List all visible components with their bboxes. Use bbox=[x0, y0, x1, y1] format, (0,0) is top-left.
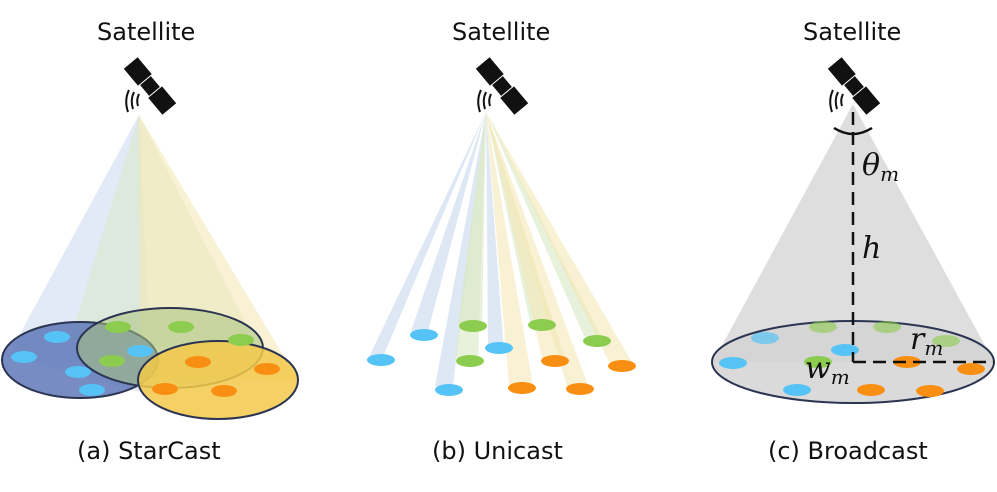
theta-subscript: m bbox=[880, 162, 899, 186]
beam-to-user bbox=[411, 112, 486, 339]
width-symbol: wm bbox=[805, 351, 850, 389]
cell-yellow bbox=[137, 340, 299, 420]
user-green bbox=[459, 320, 487, 332]
panel-starcast bbox=[1, 56, 299, 420]
user-green bbox=[528, 319, 556, 331]
beam-to-user bbox=[486, 112, 504, 352]
satellite-icon bbox=[122, 56, 178, 116]
beam-to-user bbox=[369, 112, 486, 364]
beam-to-user bbox=[486, 112, 591, 393]
user-blue bbox=[127, 345, 153, 357]
radius-symbol: rm bbox=[910, 322, 943, 360]
caption-unicast: (b) Unicast bbox=[432, 437, 563, 465]
theta-symbol: θm bbox=[862, 148, 899, 186]
user-orange bbox=[608, 360, 636, 372]
beam-to-user bbox=[435, 112, 486, 394]
user-blue bbox=[79, 384, 105, 396]
user-blue bbox=[751, 332, 779, 344]
user-orange bbox=[508, 382, 536, 394]
user-orange bbox=[916, 385, 944, 397]
user-orange bbox=[857, 384, 885, 396]
satellite-label-b: Satellite bbox=[452, 18, 551, 46]
beam-to-user bbox=[486, 112, 534, 392]
user-blue bbox=[65, 366, 91, 378]
user-orange bbox=[957, 363, 985, 375]
user-blue bbox=[831, 344, 859, 356]
user-green bbox=[583, 335, 611, 347]
caption-broadcast: (c) Broadcast bbox=[768, 437, 928, 465]
beam-to-user bbox=[455, 112, 486, 364]
user-orange bbox=[541, 355, 569, 367]
user-blue bbox=[44, 331, 70, 343]
user-green bbox=[873, 321, 901, 333]
caption-starcast: (a) StarCast bbox=[77, 437, 221, 465]
user-green bbox=[809, 321, 837, 333]
user-blue bbox=[11, 351, 37, 363]
beam-to-user bbox=[486, 112, 636, 369]
panel-unicast bbox=[367, 56, 636, 396]
satellite-label-c: Satellite bbox=[803, 18, 902, 46]
user-blue bbox=[783, 384, 811, 396]
user-blue bbox=[435, 384, 463, 396]
user-blue bbox=[410, 329, 438, 341]
user-orange bbox=[185, 356, 211, 368]
user-orange bbox=[893, 356, 921, 368]
user-orange bbox=[254, 363, 280, 375]
user-green bbox=[168, 321, 194, 333]
user-green bbox=[804, 356, 832, 368]
user-green bbox=[456, 355, 484, 367]
user-green bbox=[228, 334, 254, 346]
width-subscript: m bbox=[831, 365, 850, 389]
user-blue bbox=[719, 357, 747, 369]
user-orange bbox=[152, 383, 178, 395]
user-green bbox=[932, 335, 960, 347]
satellite-label-a: Satellite bbox=[97, 18, 196, 46]
panel-broadcast: θm h rm wm bbox=[711, 56, 995, 404]
user-blue bbox=[367, 354, 395, 366]
user-orange bbox=[566, 383, 594, 395]
user-blue bbox=[485, 342, 513, 354]
height-symbol: h bbox=[862, 231, 881, 266]
radius-subscript: m bbox=[924, 336, 943, 360]
user-orange bbox=[211, 385, 237, 397]
user-green bbox=[99, 355, 125, 367]
satellite-icon bbox=[474, 56, 530, 116]
user-green bbox=[105, 321, 131, 333]
angle-arc bbox=[833, 126, 873, 136]
